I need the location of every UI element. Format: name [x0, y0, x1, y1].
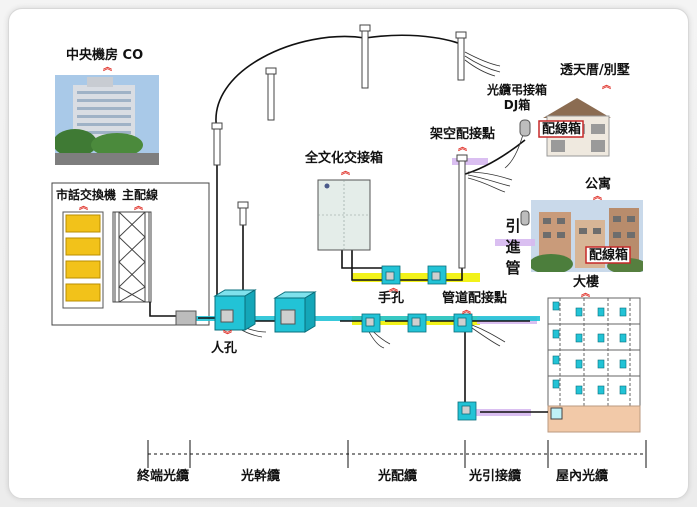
label-duct-box: 管道配接點	[442, 291, 508, 306]
segment-drop-cable: 終端光纜	[137, 469, 190, 484]
label-wiring-box-apartment: 配線箱	[589, 248, 629, 263]
chevron-icon: ︽	[134, 202, 144, 212]
label-manhole: 人孔	[211, 341, 238, 356]
segment-trunk-cable: 光幹纜	[241, 469, 281, 484]
label-wiring-box-house: 配線箱	[542, 122, 582, 137]
central-office-photo	[55, 75, 159, 165]
chevron-icon: ︽	[462, 306, 472, 316]
label-aerial-box: 架空配接點	[430, 127, 496, 142]
chevron-icon: ︽	[389, 284, 399, 294]
label-central-office: 中央機房 CO	[66, 48, 144, 63]
label-handhole: 手孔	[378, 291, 405, 306]
label-cabinet: 全文化交接箱	[305, 151, 384, 166]
label-lead-pipe: 引進管	[505, 217, 521, 277]
chevron-icon: ︾	[223, 331, 233, 341]
chevron-icon: ︽	[593, 192, 603, 202]
label-apartment: 公寓	[585, 177, 612, 192]
segment-distribution-cable: 光配纜	[378, 469, 418, 484]
label-mdf: 主配線	[122, 188, 159, 202]
chevron-icon: ︽	[103, 63, 113, 73]
segment-indoor-cable: 屋內光纜	[556, 469, 609, 484]
label-building: 大樓	[573, 275, 600, 290]
segment-lead-in-cable: 光引接纜	[469, 469, 522, 484]
chevron-icon: ︽	[602, 81, 612, 91]
label-local-exchange: 市話交換機	[56, 188, 117, 202]
chevron-icon: ︽	[458, 143, 468, 153]
chevron-icon: ︽	[341, 167, 351, 177]
label-dj-box: 光纜弔接箱 DJ箱	[487, 83, 548, 112]
chevron-icon: ︽	[581, 289, 591, 299]
label-house: 透天厝/別墅	[560, 63, 630, 78]
chevron-icon: ︽	[79, 202, 89, 212]
